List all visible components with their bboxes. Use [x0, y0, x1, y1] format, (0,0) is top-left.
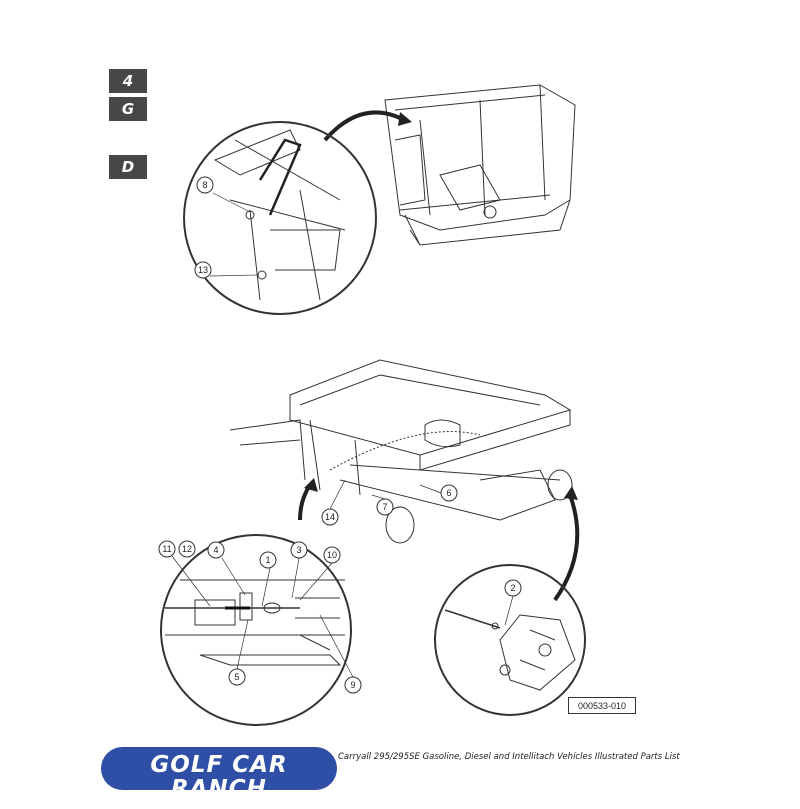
left-pointer-arrow	[298, 483, 312, 521]
svg-text:12: 12	[182, 544, 192, 554]
left-detail-circle	[160, 534, 352, 726]
callout-4: 4	[207, 541, 225, 559]
right-detail-circle	[434, 564, 586, 716]
right-detail-illustration	[444, 609, 576, 691]
callout-6: 6	[440, 484, 458, 502]
top-detail-circle	[183, 121, 377, 315]
svg-text:13: 13	[198, 265, 208, 275]
callout-2: 2	[504, 579, 522, 597]
svg-text:7: 7	[382, 502, 387, 512]
rear-frame-illustration	[229, 359, 573, 544]
golf-car-ranch-logo: GOLF CAR RANCH 903-769-3600	[101, 747, 337, 808]
svg-text:14: 14	[325, 512, 335, 522]
section-tab-subsection: D	[109, 155, 147, 179]
svg-text:6: 6	[446, 488, 451, 498]
svg-text:2: 2	[510, 583, 515, 593]
right-pointer-arrow	[553, 494, 580, 602]
svg-text:11: 11	[162, 544, 171, 554]
svg-text:9: 9	[350, 680, 355, 690]
top-pointer-arrow	[323, 110, 401, 142]
callout-7: 7	[376, 498, 394, 516]
svg-text:1: 1	[265, 555, 270, 565]
svg-text:8: 8	[202, 180, 207, 190]
callout-11: 11	[158, 540, 176, 558]
arrowhead-icon	[398, 112, 412, 126]
footer-caption: Carryall 295/295SE Gasoline, Diesel and …	[338, 752, 680, 762]
callout-8: 8	[196, 176, 214, 194]
callout-12: 12	[178, 540, 196, 558]
svg-text:3: 3	[296, 545, 301, 555]
figure-id-label: 000533-010	[568, 697, 636, 714]
arrowhead-icon	[564, 486, 578, 500]
top-detail-illustration	[213, 129, 346, 301]
svg-text:10: 10	[327, 550, 337, 560]
arrowhead-icon	[304, 478, 318, 492]
leader-lines	[171, 192, 514, 678]
logo-phone: 903-769-3600	[201, 802, 237, 808]
callout-13: 13	[194, 261, 212, 279]
svg-text:4: 4	[213, 545, 218, 555]
callout-3: 3	[290, 541, 308, 559]
callout-14: 14	[321, 508, 339, 526]
left-detail-illustration	[165, 579, 345, 666]
svg-text:5: 5	[234, 672, 239, 682]
callout-5: 5	[228, 668, 246, 686]
logo-name: GOLF CAR RANCH	[150, 752, 288, 802]
top-frame-illustration	[384, 84, 576, 246]
section-tab-letter: G	[109, 97, 147, 121]
callout-9: 9	[344, 676, 362, 694]
callout-1: 1	[259, 551, 277, 569]
section-tab-chapter: 4	[109, 69, 147, 93]
callout-10: 10	[323, 546, 341, 564]
